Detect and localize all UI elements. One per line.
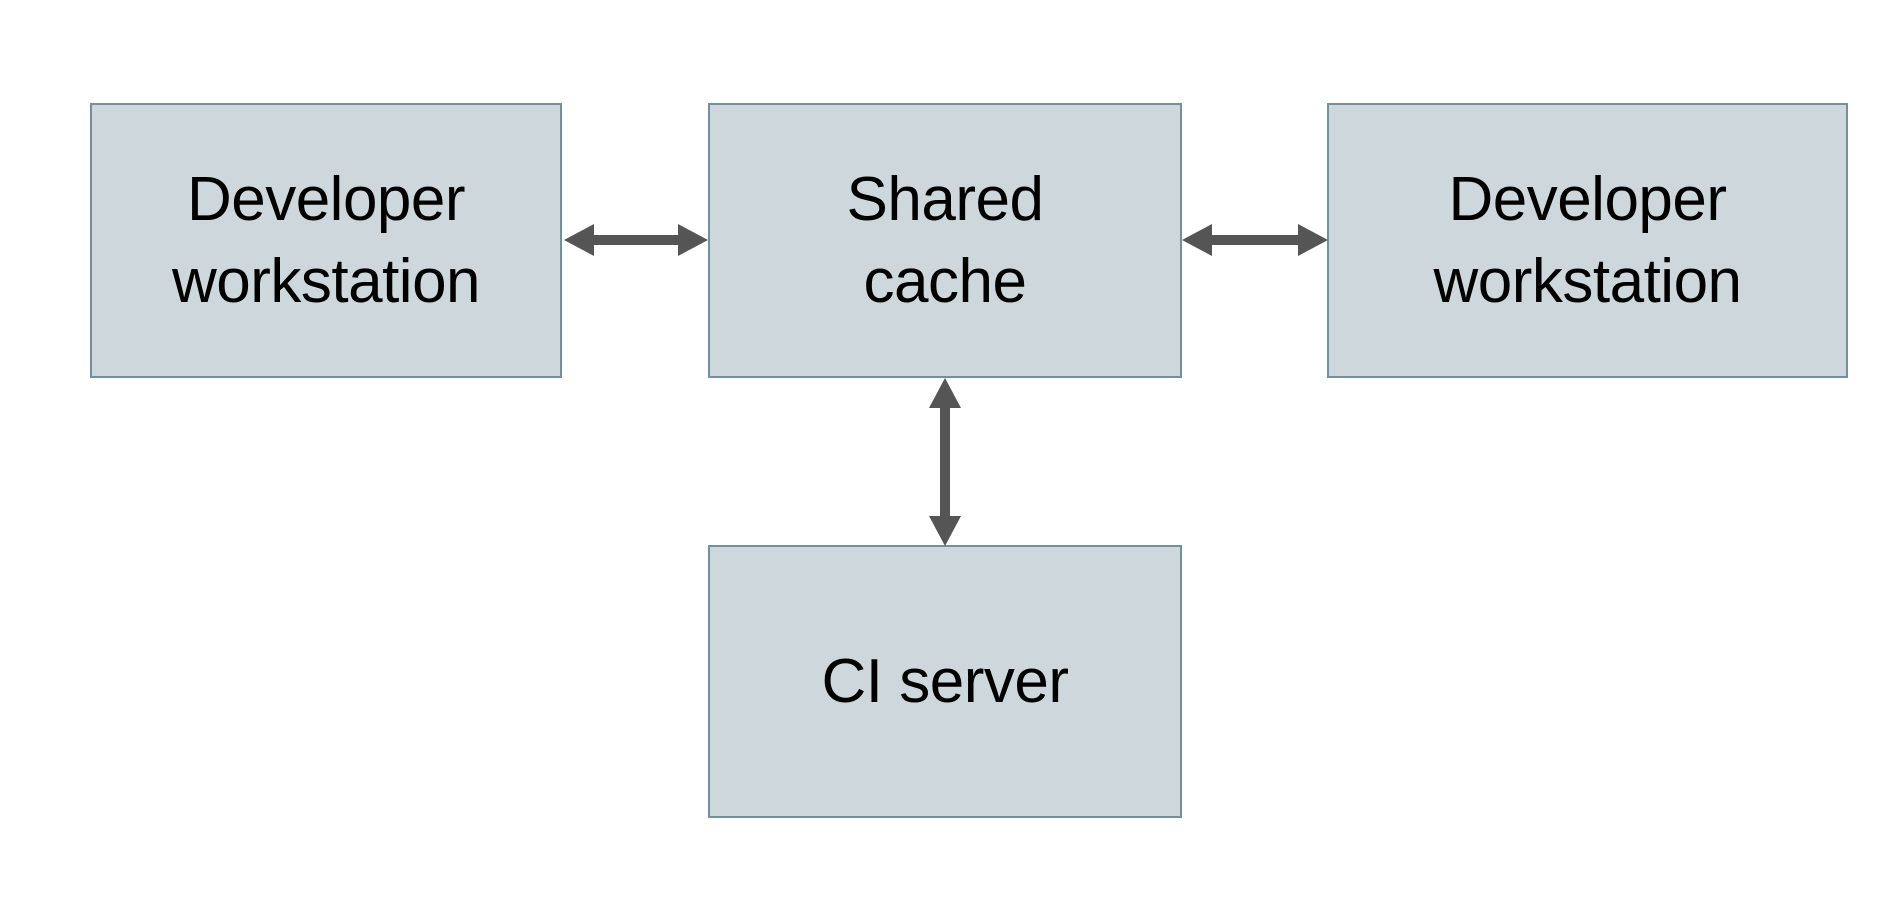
node-label: Developer workstation [1433,164,1742,316]
edge-developer-workstation-left-to-shared-cache [564,224,708,256]
node-label: CI server [821,646,1069,716]
node-shared-cache[interactable]: Shared cache [708,103,1182,378]
node-developer-workstation-left[interactable]: Developer workstation [90,103,562,378]
node-developer-workstation-right[interactable]: Developer workstation [1327,103,1848,378]
node-label: Developer workstation [171,164,481,316]
edge-shared-cache-to-developer-workstation-right [1182,224,1328,256]
edge-shared-cache-to-ci-server [929,378,961,546]
node-label: Shared cache [846,164,1044,316]
double-arrow-icon [929,378,961,546]
double-arrow-icon [564,224,708,256]
node-ci-server[interactable]: CI server [708,545,1182,818]
double-arrow-icon [1182,224,1328,256]
